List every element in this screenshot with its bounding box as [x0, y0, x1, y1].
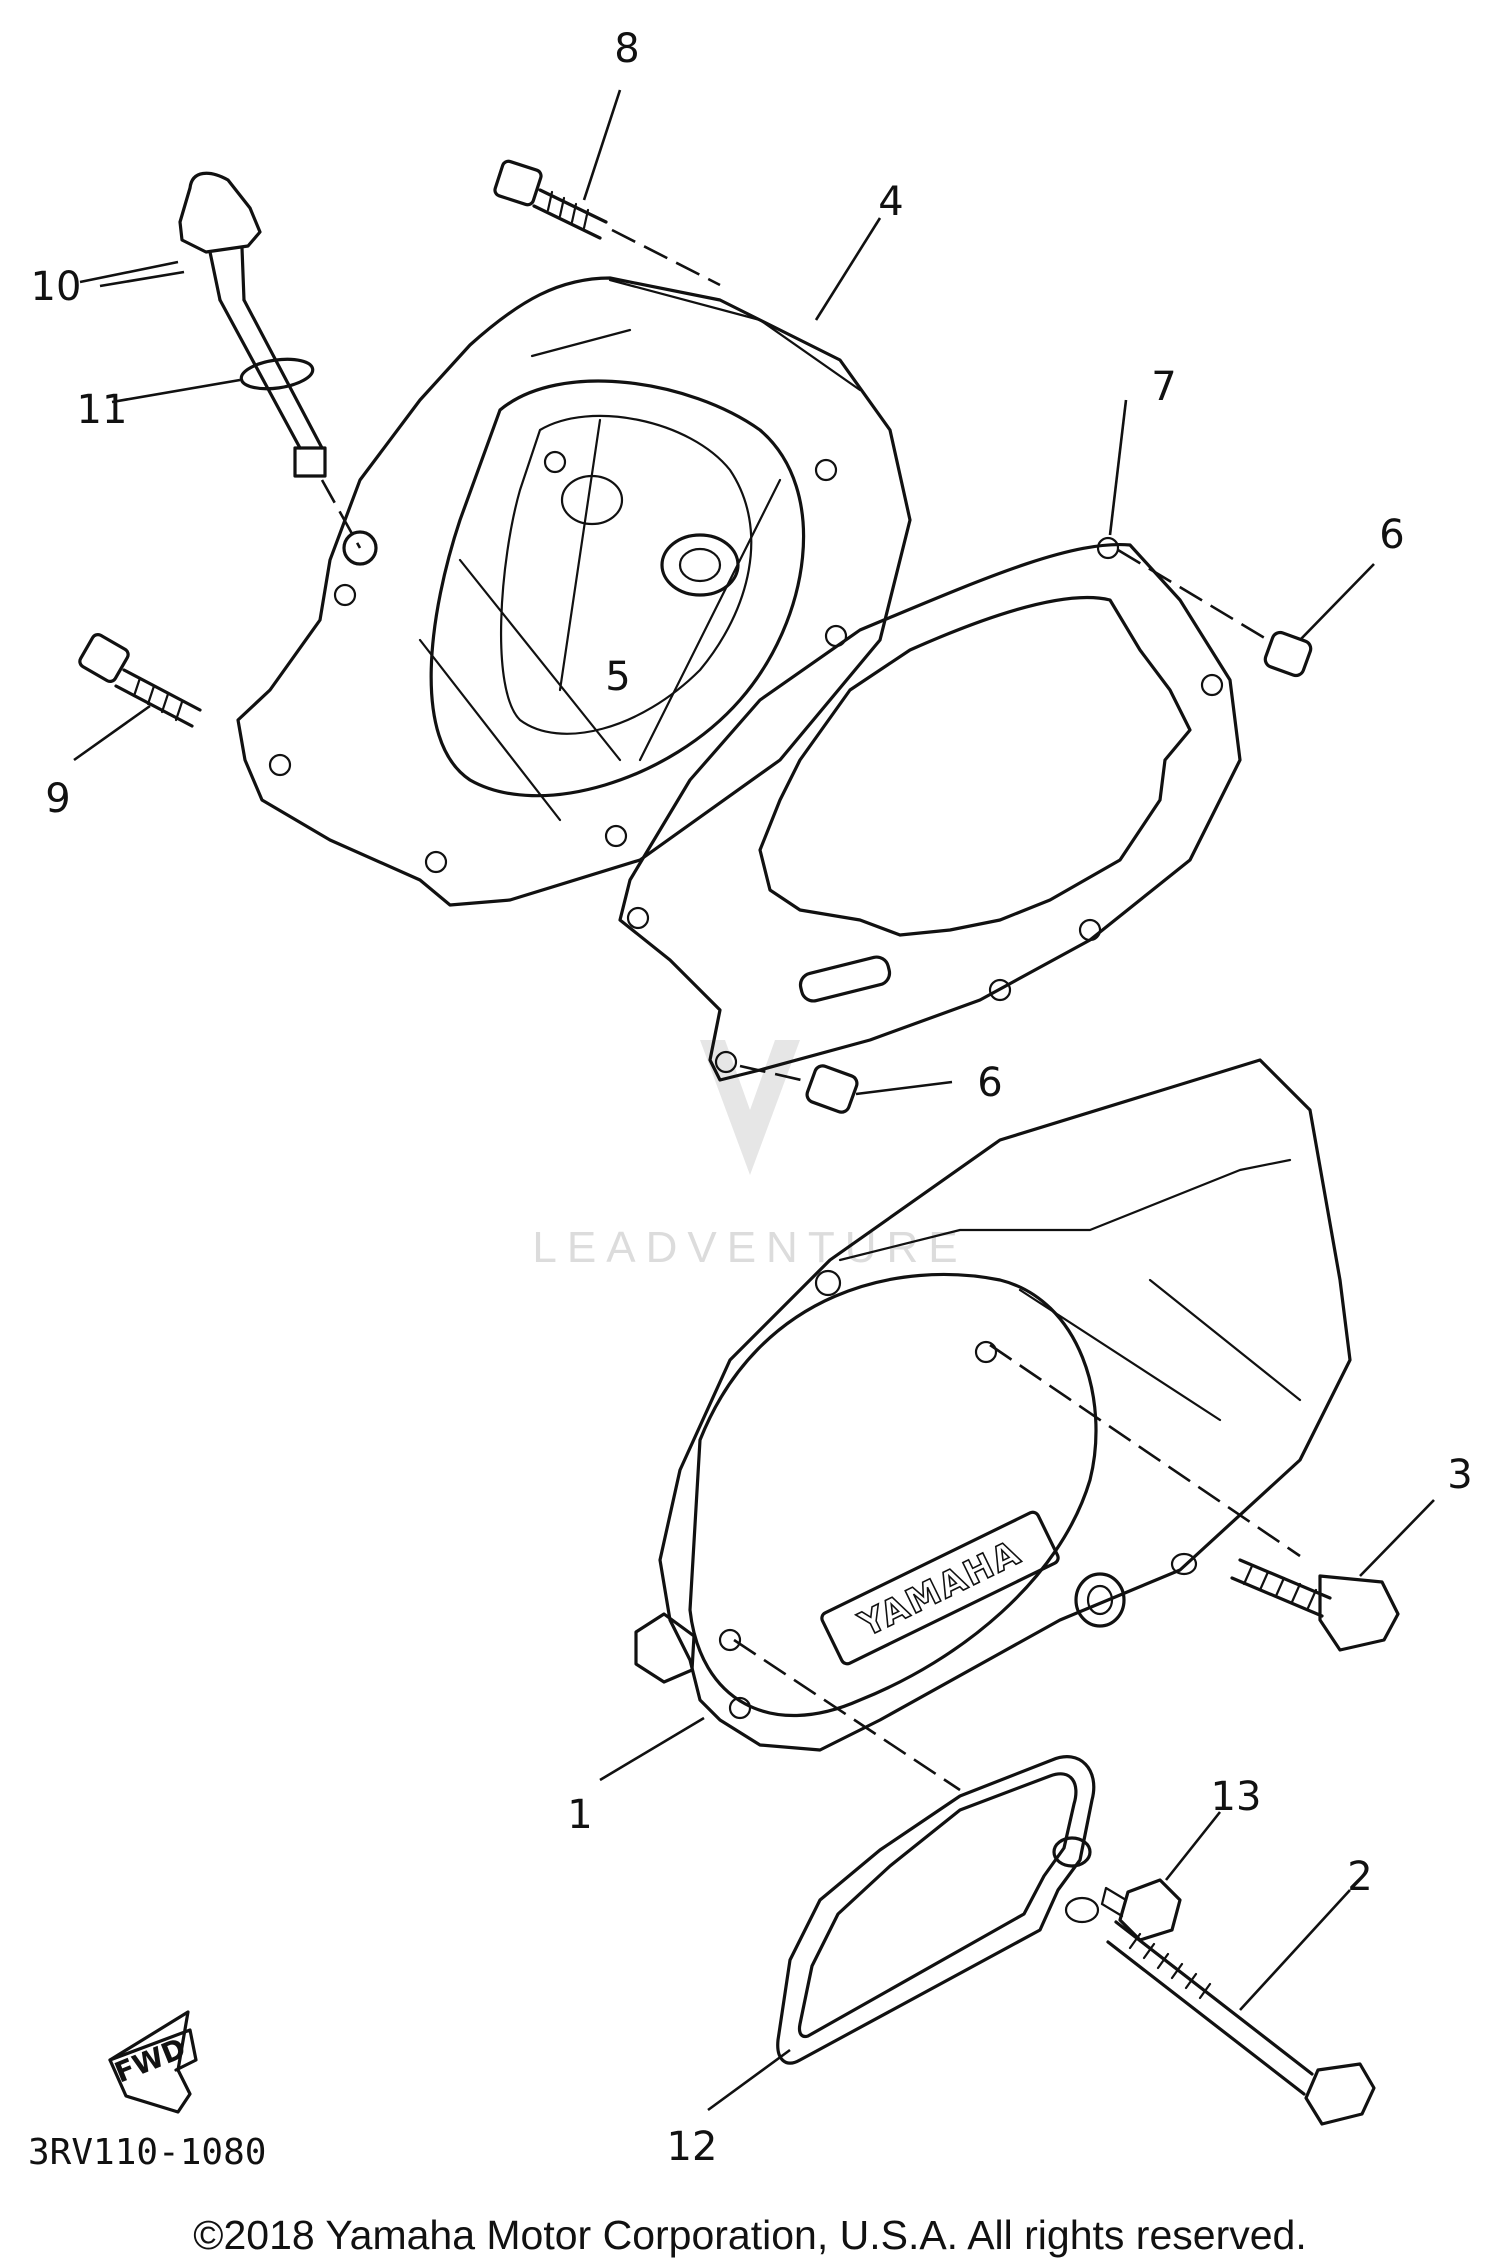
copyright-notice: ©2018 Yamaha Motor Corporation, U.S.A. A…: [193, 2212, 1307, 2258]
part-9-bolt: [78, 633, 202, 728]
callout-6-lower: 6: [977, 1060, 1002, 1106]
part-13-screw: [1100, 1878, 1182, 1942]
callout-6-upper: 6: [1379, 512, 1404, 558]
watermark-text: LEADVENTURE: [532, 1223, 967, 1272]
part-10-dipstick: [178, 171, 327, 478]
callout-8: 8: [614, 26, 639, 72]
fwd-label: FWD: [110, 2031, 190, 2089]
part-4-crankcase-cover: [236, 276, 912, 907]
part-3-bolt: [1230, 1558, 1400, 1652]
callout-9: 9: [45, 776, 70, 822]
leader-lines: [73, 89, 1435, 2112]
part-7-gasket: [618, 536, 1242, 1082]
part-6-dowel-pin-lower: [805, 1064, 859, 1114]
watermark: LEADVENTURE: [532, 1040, 967, 1272]
part-12-guard: [776, 1755, 1100, 2065]
part-2-bolt: [1106, 1920, 1376, 2126]
callouts: 8 4 7 6 10 11 5 9 6 3 1 13 2 12: [31, 26, 1473, 2170]
callout-12: 12: [667, 2124, 718, 2170]
diagram-code: 3RV110-1080: [28, 2132, 266, 2173]
assembly-lines: [320, 228, 1301, 1792]
part-6-dowel-pin-upper: [1263, 630, 1313, 678]
callout-3: 3: [1447, 1452, 1472, 1498]
fwd-arrow: FWD: [108, 2010, 198, 2114]
callout-5: 5: [605, 654, 630, 700]
callout-4: 4: [878, 179, 903, 225]
callout-2: 2: [1347, 1854, 1372, 1900]
callout-7: 7: [1151, 364, 1176, 410]
callout-1: 1: [567, 1792, 592, 1838]
callout-13: 13: [1211, 1774, 1262, 1820]
callout-10: 10: [31, 264, 82, 310]
part-11-o-ring: [239, 357, 315, 391]
watermark-logo-icon: [700, 1040, 800, 1175]
part-8-bolt: [493, 159, 608, 240]
callout-11: 11: [77, 387, 128, 433]
